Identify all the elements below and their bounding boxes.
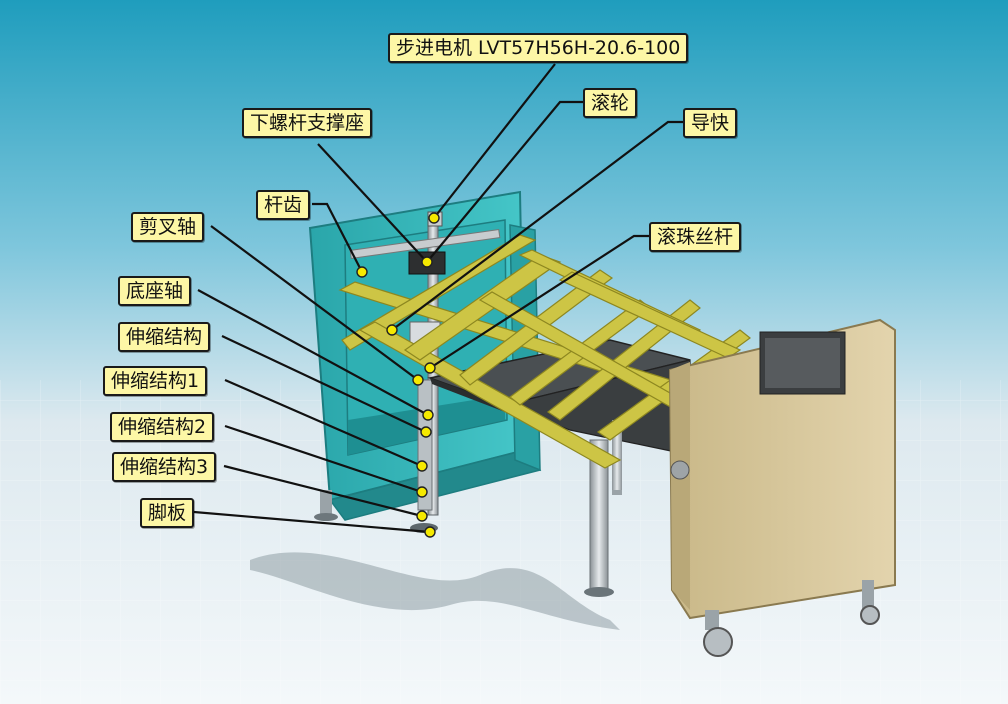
label-telescopic: 伸缩结构 — [118, 322, 211, 352]
marker-telescopic-2 — [416, 486, 428, 498]
marker-rod-teeth — [356, 266, 368, 278]
label-motor: 步进电机 LVT57H56H-20.6-100 — [388, 33, 689, 63]
label-lower-screw-support: 下螺杆支撑座 — [242, 108, 373, 138]
tan-board — [668, 318, 896, 620]
label-ball-screw: 滚珠丝杆 — [649, 222, 742, 252]
marker-telescopic-3 — [416, 510, 428, 522]
floor-shadow — [250, 552, 620, 630]
label-roller: 滚轮 — [583, 88, 638, 118]
marker-foot-plate — [424, 526, 436, 538]
label-scissor-shaft: 剪叉轴 — [131, 212, 205, 242]
marker-base-shaft — [422, 409, 434, 421]
part-markers — [356, 212, 440, 538]
leader-lines — [193, 63, 683, 534]
marker-guide — [386, 324, 398, 336]
label-foot-plate: 脚板 — [140, 498, 195, 528]
marker-telescopic — [420, 426, 432, 438]
label-telescopic-2: 伸缩结构2 — [110, 412, 215, 442]
label-telescopic-3: 伸缩结构3 — [112, 452, 217, 482]
deck-legs — [584, 420, 622, 597]
scissor-mechanism — [338, 234, 802, 469]
marker-telescopic-1 — [416, 460, 428, 472]
label-telescopic-1: 伸缩结构1 — [103, 366, 208, 396]
marker-scissor-shaft — [412, 374, 424, 386]
label-base-shaft: 底座轴 — [118, 276, 192, 306]
marker-roller — [421, 256, 433, 268]
marker-motor — [428, 212, 440, 224]
marker-ball-screw — [424, 362, 436, 374]
label-guide: 导快 — [683, 108, 738, 138]
casters — [703, 580, 880, 657]
label-rod-teeth: 杆齿 — [256, 190, 311, 220]
